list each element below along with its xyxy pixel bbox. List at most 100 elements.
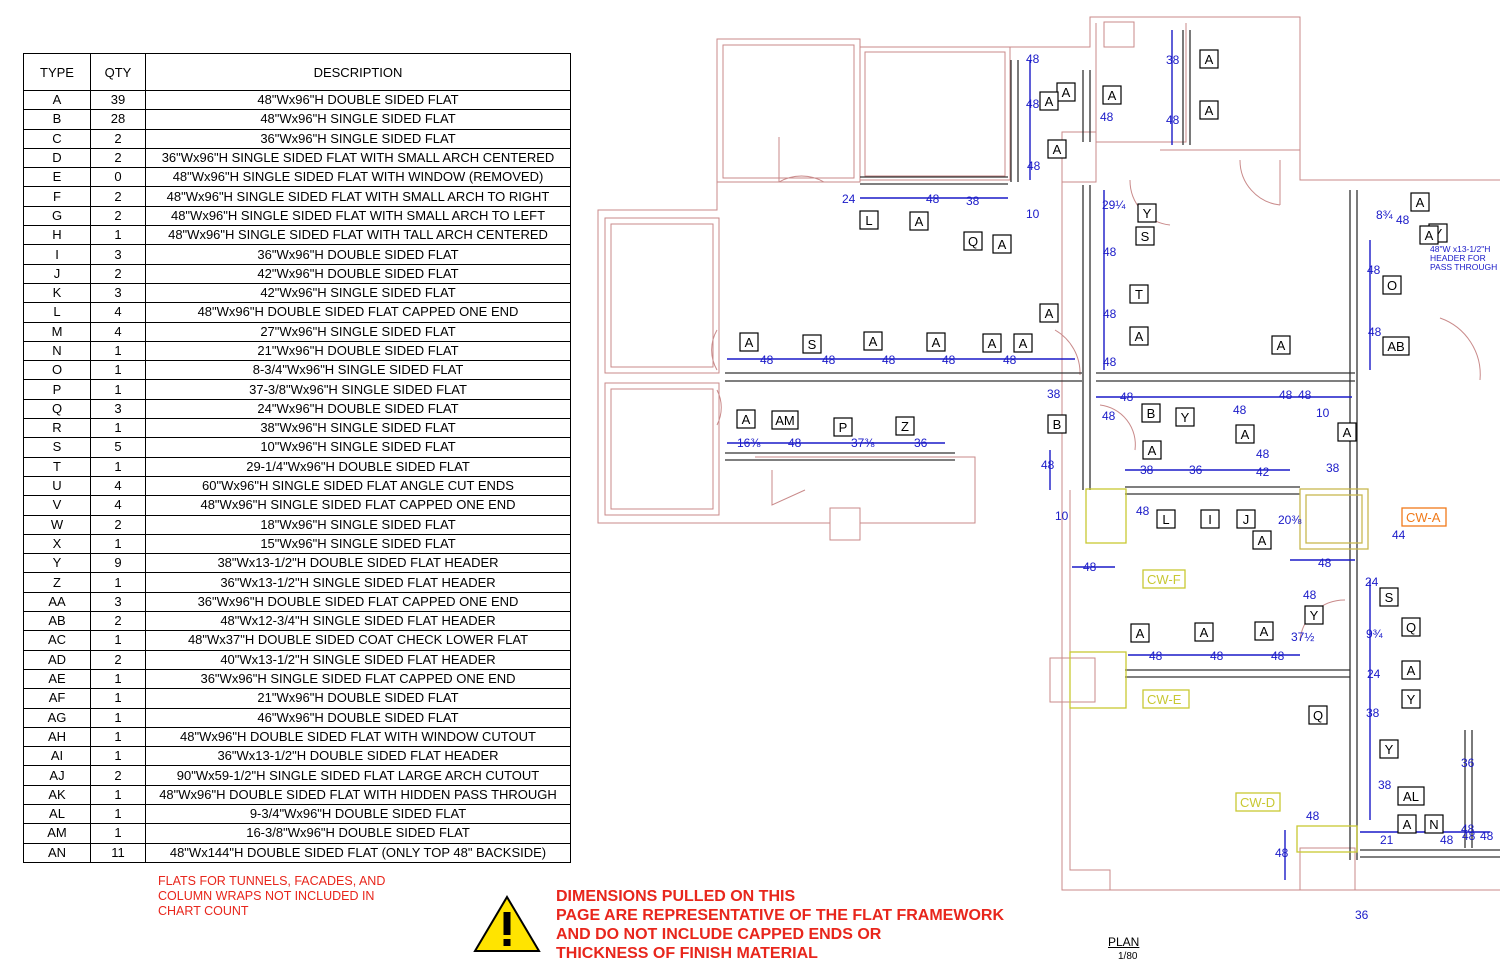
flat-tag-box bbox=[1175, 407, 1195, 427]
flat-tag-label: A bbox=[1135, 329, 1144, 344]
schedule-qty-cell: 11 bbox=[90, 842, 146, 863]
flat-tag: A bbox=[926, 332, 946, 352]
flat-tag-box bbox=[1308, 705, 1328, 725]
dimension-label: 48 bbox=[926, 192, 940, 206]
flat-tag-label: A bbox=[1403, 817, 1412, 832]
flat-tag-label: A bbox=[1108, 88, 1117, 103]
dimension-label: 38 bbox=[1326, 461, 1340, 475]
flat-tag-label: B bbox=[1147, 406, 1156, 421]
schedule-type-cell: AL bbox=[23, 803, 91, 825]
flat-tag-box bbox=[895, 416, 915, 436]
schedule-description-cell: 48"Wx96"H SINGLE SIDED FLAT WITH WINDOW … bbox=[145, 167, 571, 188]
dimension-label: 48 bbox=[942, 353, 956, 367]
dimension-label: 8¾ bbox=[1376, 208, 1394, 222]
flat-tag-box bbox=[1130, 623, 1150, 643]
schedule-type-cell: AN bbox=[23, 842, 91, 863]
flat-tag-label: A bbox=[1045, 306, 1054, 321]
flat-tag-label: AB bbox=[1387, 339, 1404, 354]
flat-tag-label: P bbox=[839, 420, 848, 435]
flat-tag-box bbox=[1397, 786, 1425, 806]
flat-tag-box bbox=[1156, 509, 1176, 529]
flat-tag: S bbox=[1379, 587, 1399, 607]
flat-tag-box bbox=[1013, 333, 1033, 353]
flat-tag-box bbox=[1401, 660, 1421, 680]
callout-label: CW-F bbox=[1147, 572, 1181, 587]
flat-tag: Y bbox=[1137, 203, 1157, 223]
dimension-label: 10 bbox=[1055, 509, 1069, 523]
dimension-label: 48 bbox=[1368, 325, 1382, 339]
column-wrap-callout: CW-D bbox=[1235, 792, 1281, 812]
flat-tag: A bbox=[1401, 660, 1421, 680]
dimension-label: 48 bbox=[1102, 409, 1116, 423]
flat-tag-label: B bbox=[1053, 417, 1062, 432]
flat-tag-box bbox=[1236, 509, 1256, 529]
flat-tag-box bbox=[1304, 605, 1324, 625]
flat-tag-box bbox=[1129, 326, 1149, 346]
dimension-label: 48 bbox=[1396, 213, 1410, 227]
dimension-label: 24 bbox=[1367, 667, 1381, 681]
flat-tag-box bbox=[1382, 275, 1402, 295]
flat-tag-label: Y bbox=[1143, 206, 1152, 221]
dimension-label: 38 bbox=[1366, 706, 1380, 720]
flat-tag: A bbox=[863, 331, 883, 351]
dimension-label: 38 bbox=[1047, 387, 1061, 401]
flat-tag-label: A bbox=[1019, 336, 1028, 351]
dimension-label: 48 bbox=[1166, 113, 1180, 127]
flat-tag-box bbox=[1379, 587, 1399, 607]
dimension-label: 48 bbox=[1100, 110, 1114, 124]
schedule-description-cell: 36"Wx96"H SINGLE SIDED FLAT bbox=[145, 128, 571, 149]
flat-tag-label: A bbox=[1045, 94, 1054, 109]
flat-tag-box bbox=[1039, 91, 1059, 111]
flat-tag-box bbox=[1199, 100, 1219, 120]
flat-tag: A bbox=[1056, 82, 1076, 102]
flat-tag-label: Y bbox=[1407, 692, 1416, 707]
chart-count-note: FLATS FOR TUNNELS, FACADES, AND COLUMN W… bbox=[158, 874, 418, 919]
dimension-label: 48 bbox=[1149, 649, 1163, 663]
flat-tag-label: A bbox=[1205, 103, 1214, 118]
flat-tag-box bbox=[1141, 403, 1161, 423]
schedule-description-cell: 48"Wx144"H DOUBLE SIDED FLAT (ONLY TOP 4… bbox=[145, 842, 571, 863]
flat-tag-box bbox=[1424, 814, 1444, 834]
header-note-line: 48"W x13-1/2"H bbox=[1430, 244, 1490, 254]
flat-tag: A bbox=[1047, 139, 1067, 159]
flat-tag: Y bbox=[1401, 689, 1421, 709]
flat-tag-label: A bbox=[915, 214, 924, 229]
warning-triangle-icon bbox=[473, 895, 541, 952]
flat-tag-box bbox=[1200, 509, 1220, 529]
flat-tag-box bbox=[1379, 739, 1399, 759]
flat-tag-box bbox=[1199, 49, 1219, 69]
flat-tag-box bbox=[1047, 139, 1067, 159]
flat-tag-label: A bbox=[745, 335, 754, 350]
dimension-label: 48 bbox=[1003, 353, 1017, 367]
schedule-description-cell: 48"Wx37"H DOUBLE SIDED COAT CHECK LOWER … bbox=[145, 630, 571, 651]
dimension-label: 48 bbox=[1306, 809, 1320, 823]
flat-tag-box bbox=[1401, 617, 1421, 637]
dimension-label: 29¼ bbox=[1102, 198, 1126, 212]
dimension-label: 48 bbox=[1026, 52, 1040, 66]
dimension-label: 10 bbox=[1026, 207, 1040, 221]
note-line: COLUMN WRAPS NOT INCLUDED IN bbox=[158, 889, 375, 903]
flat-tag-box bbox=[963, 231, 983, 251]
dimension-label: 48 bbox=[1462, 829, 1476, 843]
flat-tag: AM bbox=[771, 410, 799, 430]
column-wrap-callout: CW-E bbox=[1142, 689, 1190, 709]
flat-tag-box bbox=[859, 210, 879, 230]
schedule-description-cell: 36"Wx96"H SINGLE SIDED FLAT WITH SMALL A… bbox=[145, 147, 571, 169]
warning-line: PAGE ARE REPRESENTATIVE OF THE FLAT FRAM… bbox=[556, 907, 1004, 924]
dimension-warning: DIMENSIONS PULLED ON THIS PAGE ARE REPRE… bbox=[556, 887, 1004, 963]
header-type: TYPE bbox=[23, 53, 91, 91]
schedule-description-cell: 38"Wx13-1/2"H DOUBLE SIDED FLAT HEADER bbox=[145, 553, 571, 574]
dimension-label: 38 bbox=[1166, 53, 1180, 67]
flat-tag-box bbox=[926, 332, 946, 352]
dimension-label: 48 bbox=[1303, 588, 1317, 602]
flat-tag-label: A bbox=[1136, 626, 1145, 641]
flat-tag-label: A bbox=[1205, 52, 1214, 67]
dimension-label: 48 bbox=[882, 353, 896, 367]
